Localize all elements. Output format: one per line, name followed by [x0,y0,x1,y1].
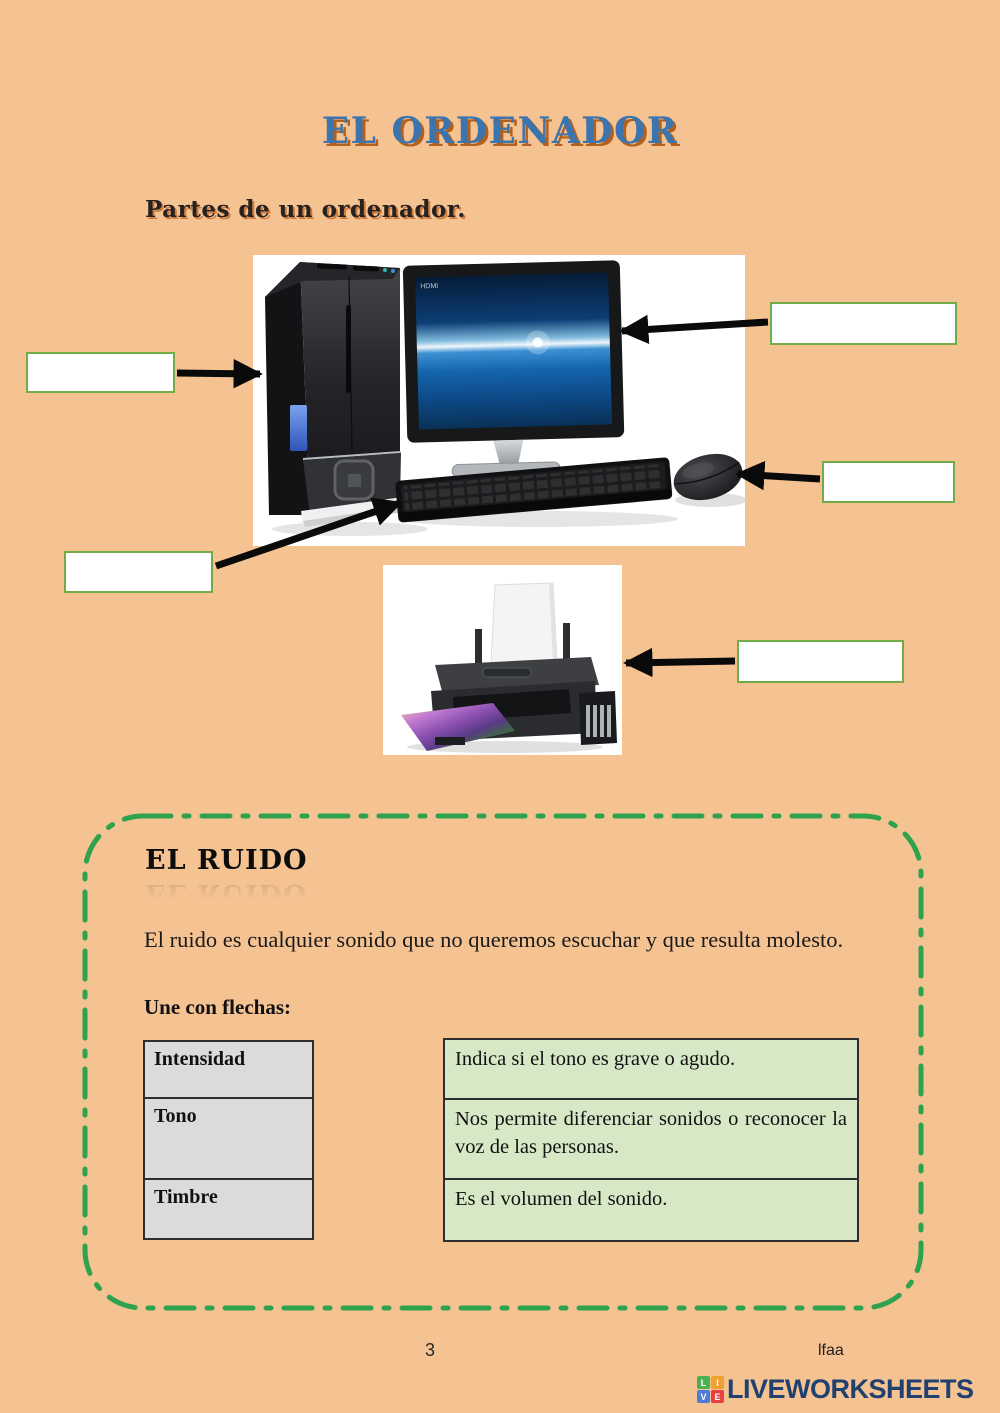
printer-illustration [401,582,617,753]
ruido-heading: EL RUIDO [145,845,308,876]
terms-column: Intensidad Tono Timbre [143,1040,314,1240]
printer-icon [401,582,617,753]
desktop-computer-illustration: HDMI [265,260,747,536]
page-number: 3 [425,1340,436,1360]
page-title: EL ORDENADOR [321,110,679,152]
logo-square-i: I [711,1376,724,1389]
definitions-column: Indica si el tono es grave o agudo. Nos … [443,1038,859,1242]
definition-1[interactable]: Indica si el tono es grave o agudo. [445,1040,857,1098]
answer-box-monitor[interactable] [770,302,957,345]
computer-photo-panel: HDMI [253,255,747,546]
definition-3[interactable]: Es el volumen del sonido. [445,1178,857,1240]
answer-box-tower[interactable] [26,352,175,393]
ruido-instruction: Une con flechas: [144,995,291,1019]
logo-square-v: V [697,1390,710,1403]
answer-box-keyboard[interactable] [64,551,213,593]
term-tono[interactable]: Tono [145,1097,312,1178]
ruido-heading-reflection: EL RUIDO [145,878,308,909]
term-timbre[interactable]: Timbre [145,1178,312,1238]
author-initials: lfaa [818,1342,844,1359]
printer-photo-panel [383,565,622,755]
monitor-icon: HDMI [402,260,625,484]
liveworksheets-logo[interactable]: L I V E LIVEWORKSHEETS [697,1374,974,1405]
keyboard-icon [395,457,678,527]
answer-box-printer[interactable] [737,640,904,683]
ruido-paragraph: El ruido es cualquier sonido que no quer… [144,927,844,952]
arrow-to-printer [623,647,736,678]
term-intensidad[interactable]: Intensidad [145,1042,312,1097]
section-subtitle: Partes de un ordenador. [145,196,466,223]
definition-2[interactable]: Nos permite diferenciar sonidos o recono… [445,1098,857,1178]
mouse-icon [673,453,747,507]
liveworksheets-logo-icon: L I V E [697,1376,724,1403]
liveworksheets-brand-text: LIVEWORKSHEETS [727,1374,974,1404]
logo-square-e: E [711,1390,724,1403]
answer-box-mouse[interactable] [822,461,955,503]
arrow-to-tower [176,358,263,389]
arrow-to-mouse [735,460,821,491]
monitor-brand-text: HDMI [420,283,438,290]
logo-square-l: L [697,1376,710,1389]
